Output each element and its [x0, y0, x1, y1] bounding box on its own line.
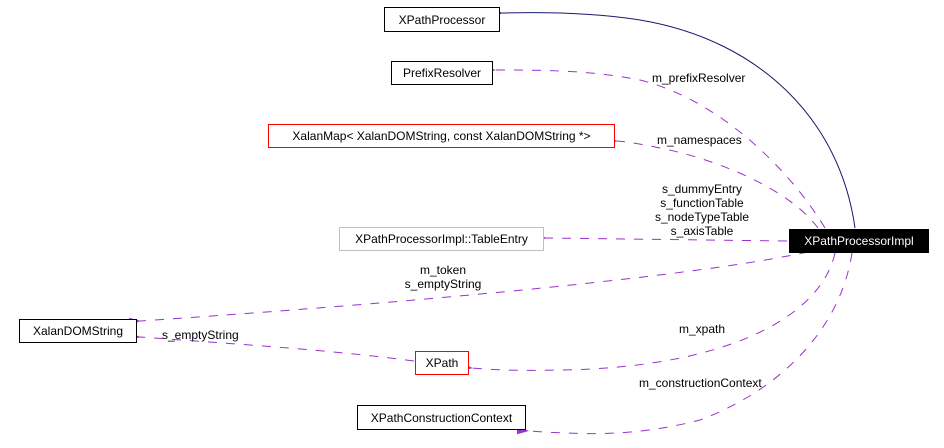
edge-label-s-node-type-table: s_nodeTypeTable: [654, 210, 750, 224]
edge-label-construction-context: m_constructionContext: [639, 376, 762, 390]
edge-construction-context: [516, 252, 853, 435]
edge-xpath-empty-string: [128, 332, 415, 362]
node-xpath-processor[interactable]: XPathProcessor: [384, 7, 500, 32]
edge-label-m-token: m_token: [419, 263, 467, 277]
edge-xpath: [460, 252, 836, 372]
edge-label-xpath: m_xpath: [679, 322, 726, 336]
edge-label-s-dummy-entry: s_dummyEntry: [661, 182, 743, 196]
node-prefix-resolver[interactable]: PrefixResolver: [391, 61, 493, 85]
edge-label-namespaces: m_namespaces: [657, 133, 742, 147]
node-xpath-processor-impl[interactable]: XPathProcessorImpl: [789, 229, 929, 253]
edge-prefix-resolver: [483, 65, 826, 229]
edge-label-token: m_token s_emptyString: [398, 263, 488, 291]
node-table-entry[interactable]: XPathProcessorImpl::TableEntry: [339, 227, 544, 251]
edge-namespaces: [605, 136, 819, 229]
edge-label-s-empty-string: s_emptyString: [404, 277, 482, 291]
edge-label-s-axis-table: s_axisTable: [670, 224, 734, 238]
edge-label-prefix-resolver: m_prefixResolver: [652, 71, 746, 85]
edge-label-xpath-empty-string: s_emptyString: [162, 328, 239, 342]
edge-label-s-function-table: s_functionTable: [660, 196, 744, 210]
node-xalan-map[interactable]: XalanMap< XalanDOMString, const XalanDOM…: [268, 124, 615, 148]
edge-table-entry: [534, 233, 788, 242]
edge-label-table-entry: s_dummyEntry s_functionTable s_nodeTypeT…: [650, 182, 754, 238]
node-xpath-construction-context[interactable]: XPathConstructionContext: [357, 405, 526, 430]
node-xpath[interactable]: XPath: [415, 351, 469, 375]
edge-inheritance-xpathprocessor: [490, 9, 856, 229]
node-xalan-dom-string[interactable]: XalanDOMString: [19, 319, 137, 343]
edge-token: [128, 251, 809, 326]
